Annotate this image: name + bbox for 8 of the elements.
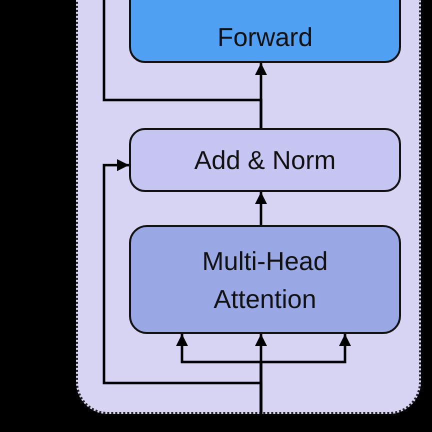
feed-forward-box — [129, 0, 401, 63]
add-norm-box — [129, 128, 401, 192]
arrow — [255, 192, 267, 225]
box-label: Multi-Head Attention — [201, 244, 329, 316]
box-label: Forward — [217, 20, 313, 54]
attention-box — [129, 225, 401, 334]
box-label: Add & Norm — [194, 144, 336, 177]
block-container — [76, 0, 421, 414]
